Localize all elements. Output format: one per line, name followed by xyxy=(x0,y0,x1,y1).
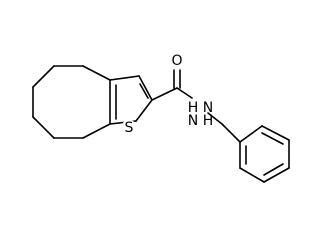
carbohydrazide-chain xyxy=(151,69,241,143)
sulfur-atom-label: S xyxy=(125,120,134,136)
bond xyxy=(239,125,263,143)
double-bond-inner xyxy=(261,132,284,145)
bond xyxy=(263,167,290,183)
bond xyxy=(32,116,55,139)
bond xyxy=(239,167,265,183)
bond xyxy=(138,75,153,101)
double-bond-inner xyxy=(263,163,284,176)
bond xyxy=(221,123,241,143)
bond xyxy=(32,65,55,88)
bond xyxy=(207,112,223,125)
cyclooctane-ring xyxy=(32,65,111,139)
chemical-structure: S O H N N H xyxy=(32,53,290,183)
bond xyxy=(261,125,290,141)
bond xyxy=(176,87,193,99)
benzyl-nh-hydrogen-label: H xyxy=(203,113,214,129)
atom-labels: S O H N N H xyxy=(121,53,213,136)
bond xyxy=(151,87,178,101)
oxygen-atom-label: O xyxy=(171,53,182,69)
bond xyxy=(82,123,111,139)
bond xyxy=(82,65,111,81)
amide-nh-hydrogen-label: H xyxy=(188,100,199,116)
double-bond-inner xyxy=(139,83,149,99)
benzene-ring xyxy=(239,125,290,183)
thiophene-ring xyxy=(109,75,153,125)
benzyl-nitrogen-label: N xyxy=(203,100,213,116)
bond xyxy=(109,75,140,81)
amide-nitrogen-label: N xyxy=(188,113,198,129)
bond xyxy=(135,99,153,122)
